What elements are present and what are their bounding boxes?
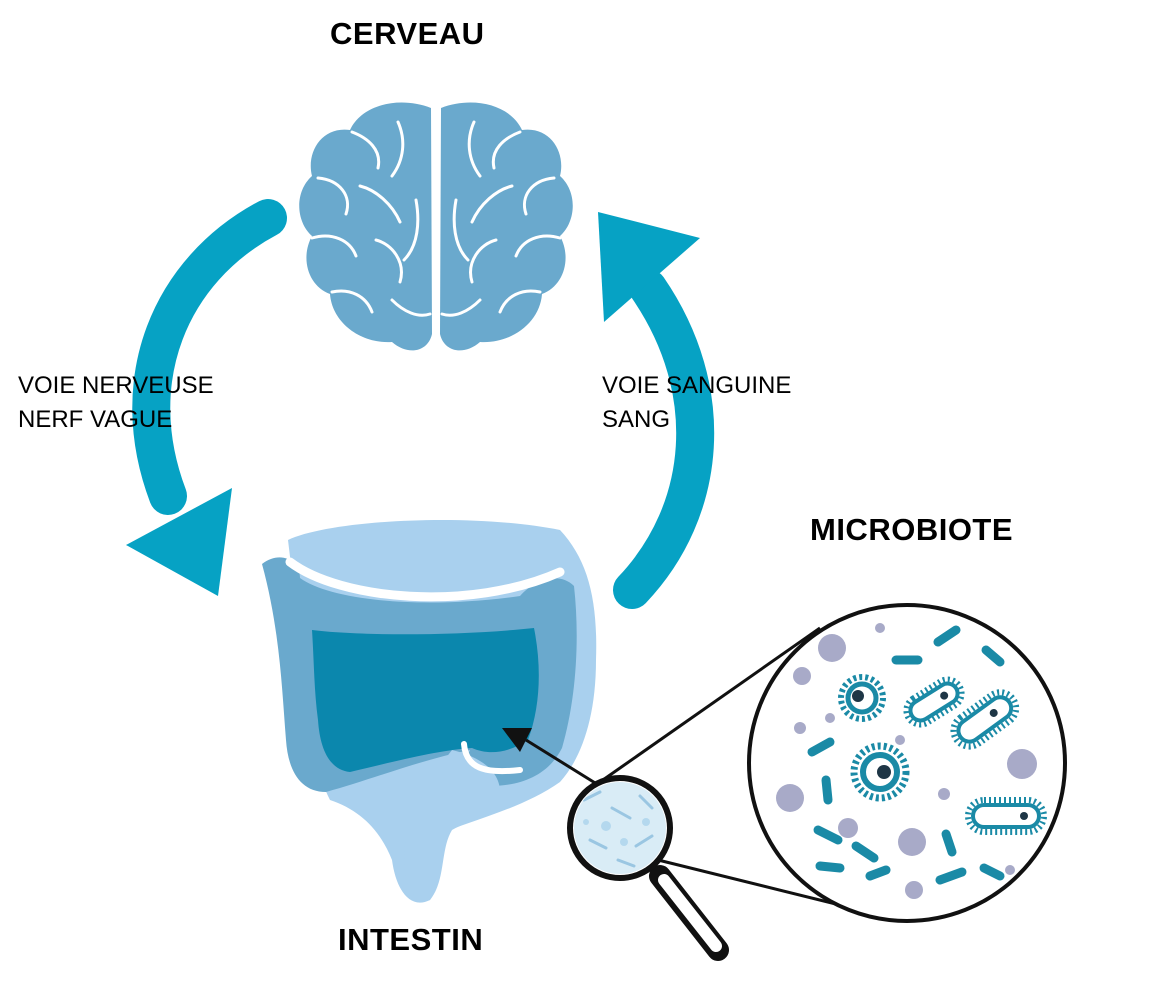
microbiome-circle-background [749,605,1065,921]
microbe-spiky-coccus-2 [850,742,910,802]
intestine-icon [262,519,597,903]
pointer-arrow-line [525,738,601,788]
nerve-route-label-line1: VOIE NERVEUSE [18,372,214,399]
nerve-route-arrowhead [126,488,232,596]
magnifying-glass-icon [567,775,729,961]
blood-route-label-line2: SANG [602,406,671,433]
microbe-flagellated-rod-2 [950,689,1020,750]
nerve-route-label: VOIE NERVEUSE NERF VAGUE [18,369,214,437]
microbe-grey-cells [776,623,1037,899]
microbe-rod-bacteria [807,625,1005,885]
microbe-flagellated-rod-3 [965,797,1047,835]
intestine-stomach-curve [285,557,565,602]
zoom-line-bottom [649,856,853,910]
blood-route-arrow-shaft [613,269,715,609]
blood-route-arrowhead [598,212,700,322]
zoom-line-top [599,626,821,784]
microbiome-circle-outline [747,603,1067,923]
brain-folds [310,120,562,317]
pointer-arrow [502,728,601,788]
magnifier-lens-microbes [574,782,666,874]
nerve-route-label-line2: NERF VAGUE [18,406,173,433]
nerve-route-arrow-shaft [132,199,287,515]
nerve-route-arrow [126,199,287,596]
intestine-small-curve [461,741,523,775]
intestine-rectum [404,750,500,901]
brain-label: CERVEAU [330,16,485,51]
microbe-spiky-coccus-1 [838,674,886,722]
brain-icon [299,102,573,351]
blood-route-label: VOIE SANGUINE SANG [602,369,791,437]
intestine-label: INTESTIN [338,922,484,957]
pointer-arrowhead [502,728,532,752]
blood-route-label-line1: VOIE SANGUINE [602,372,792,399]
microbiota-label: MICROBIOTE [810,512,1014,547]
microbe-flagellated-rod-1 [903,676,965,728]
blood-route-arrow [598,212,715,609]
zoom-connector-lines [599,626,853,910]
intestine-inner-colon [312,628,539,772]
microbiome-zoom-circle [747,603,1067,923]
microbe-icon [776,623,1047,899]
magnifier-handle-inner [658,874,722,952]
